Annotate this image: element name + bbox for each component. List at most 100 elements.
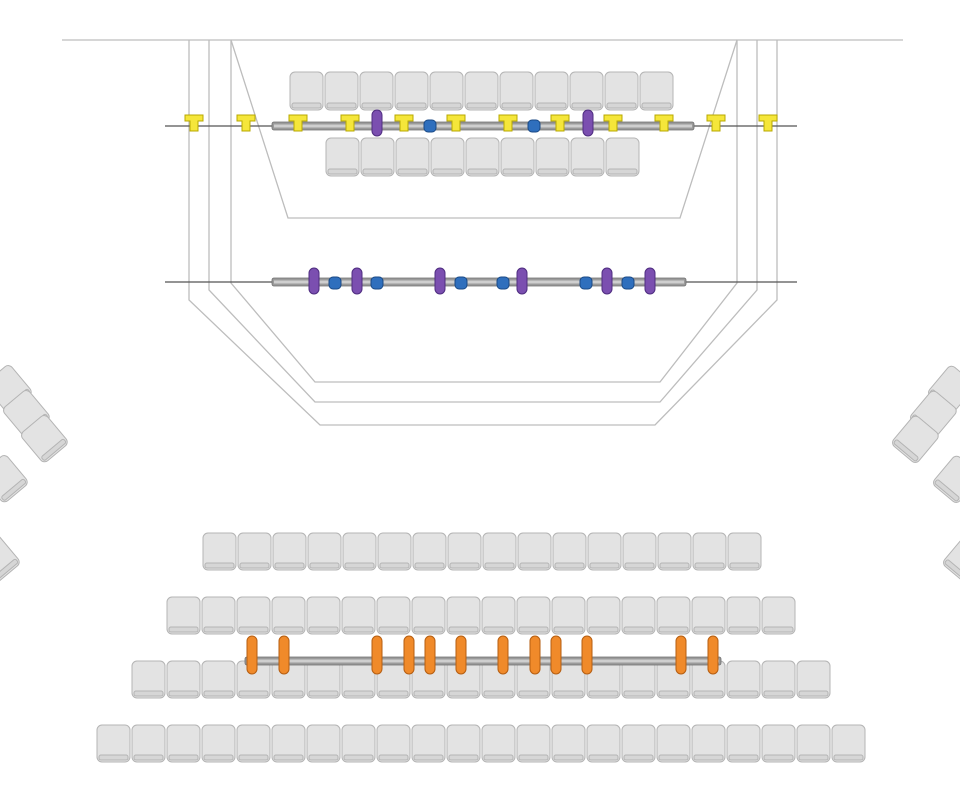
blue-coupler-icon [579, 276, 593, 290]
seat-icon [586, 596, 621, 635]
seat-icon [201, 660, 236, 699]
yellow-t-clamp-icon [394, 114, 414, 132]
seat-icon [411, 660, 446, 699]
seat-icon [306, 724, 341, 763]
purple-upright-clamp-icon [434, 267, 446, 295]
inner-truss-outline [230, 40, 738, 383]
lower-rail-track-inner [247, 659, 719, 663]
left-side-seats [0, 365, 68, 583]
seat-icon [933, 455, 960, 503]
seat-icon [306, 660, 341, 699]
seat-icon [481, 596, 516, 635]
seat-icon [587, 532, 622, 571]
yellow-t-clamp-icon [236, 114, 256, 132]
seat-icon [892, 415, 939, 463]
orange-hanger-icon [403, 635, 415, 675]
right-side-seats [892, 365, 960, 583]
orange-hanger-icon [455, 635, 467, 675]
orange-hanger-icon [581, 635, 593, 675]
seat-icon [446, 724, 481, 763]
seat-icon [691, 724, 726, 763]
seat-icon [201, 724, 236, 763]
purple-upright-clamp-icon [308, 267, 320, 295]
seat-icon [657, 532, 692, 571]
seat-icon [166, 596, 201, 635]
orange-hanger-icon [675, 635, 687, 675]
seat-icon [325, 137, 360, 177]
yellow-t-clamp-icon [758, 114, 778, 132]
yellow-t-clamp-icon [446, 114, 466, 132]
orange-hanger-icon [246, 635, 258, 675]
seat-icon [622, 532, 657, 571]
seat-icon [341, 724, 376, 763]
seat-icon [831, 724, 866, 763]
seat-icon [761, 660, 796, 699]
blue-coupler-icon [370, 276, 384, 290]
blue-coupler-icon [454, 276, 468, 290]
top-rail-clamps [184, 109, 778, 137]
lower-row-2 [166, 596, 796, 635]
seat-icon [605, 137, 640, 177]
orange-hanger-icon [529, 635, 541, 675]
yellow-t-clamp-icon [498, 114, 518, 132]
orange-hanger-icon [278, 635, 290, 675]
middle-pipe-rail [165, 277, 797, 287]
side-seating-blocks [0, 365, 960, 583]
seat-icon [481, 724, 516, 763]
seat-icon [131, 660, 166, 699]
seat-icon [551, 724, 586, 763]
seat-icon [359, 71, 394, 111]
seat-icon [761, 724, 796, 763]
seat-icon [429, 71, 464, 111]
seat-icon [377, 532, 412, 571]
seat-icon [271, 724, 306, 763]
lower-row-1 [202, 532, 762, 571]
seat-icon [551, 596, 586, 635]
seat-icon [570, 137, 605, 177]
purple-upright-clamp-icon [644, 267, 656, 295]
upper-row-front [289, 71, 674, 111]
seat-icon [411, 724, 446, 763]
seat-icon [341, 596, 376, 635]
seat-icon [236, 596, 271, 635]
orange-hanger-icon [371, 635, 383, 675]
seat-icon [517, 532, 552, 571]
seat-icon [726, 596, 761, 635]
seat-icon [482, 532, 517, 571]
seat-icon [412, 532, 447, 571]
upper-seating-block [289, 71, 674, 177]
seat-icon [376, 724, 411, 763]
seat-icon [21, 415, 68, 463]
seat-icon [761, 596, 796, 635]
seat-icon [272, 532, 307, 571]
blue-coupler-icon [621, 276, 635, 290]
upper-row-back [325, 137, 640, 177]
seat-icon [516, 724, 551, 763]
seat-icon [306, 596, 341, 635]
seat-icon [271, 596, 306, 635]
seat-icon [289, 71, 324, 111]
seat-icon [342, 532, 377, 571]
lower-row-3 [131, 660, 831, 699]
seat-icon [166, 724, 201, 763]
seat-icon [411, 596, 446, 635]
blue-coupler-icon [328, 276, 342, 290]
seat-icon [0, 455, 28, 503]
seat-icon [464, 71, 499, 111]
seat-icon [394, 71, 429, 111]
seat-icon [586, 724, 621, 763]
seat-icon [166, 660, 201, 699]
orange-hanger-icon [424, 635, 436, 675]
seat-icon [307, 532, 342, 571]
seat-icon [621, 596, 656, 635]
lower-pipe-rail [244, 656, 722, 666]
seat-icon [943, 535, 960, 583]
top-rail-track-inner [274, 124, 692, 128]
seat-icon [639, 71, 674, 111]
yellow-t-clamp-icon [550, 114, 570, 132]
orange-hanger-icon [497, 635, 509, 675]
seat-icon [376, 660, 411, 699]
blue-coupler-icon [527, 119, 541, 133]
seat-icon [796, 724, 831, 763]
